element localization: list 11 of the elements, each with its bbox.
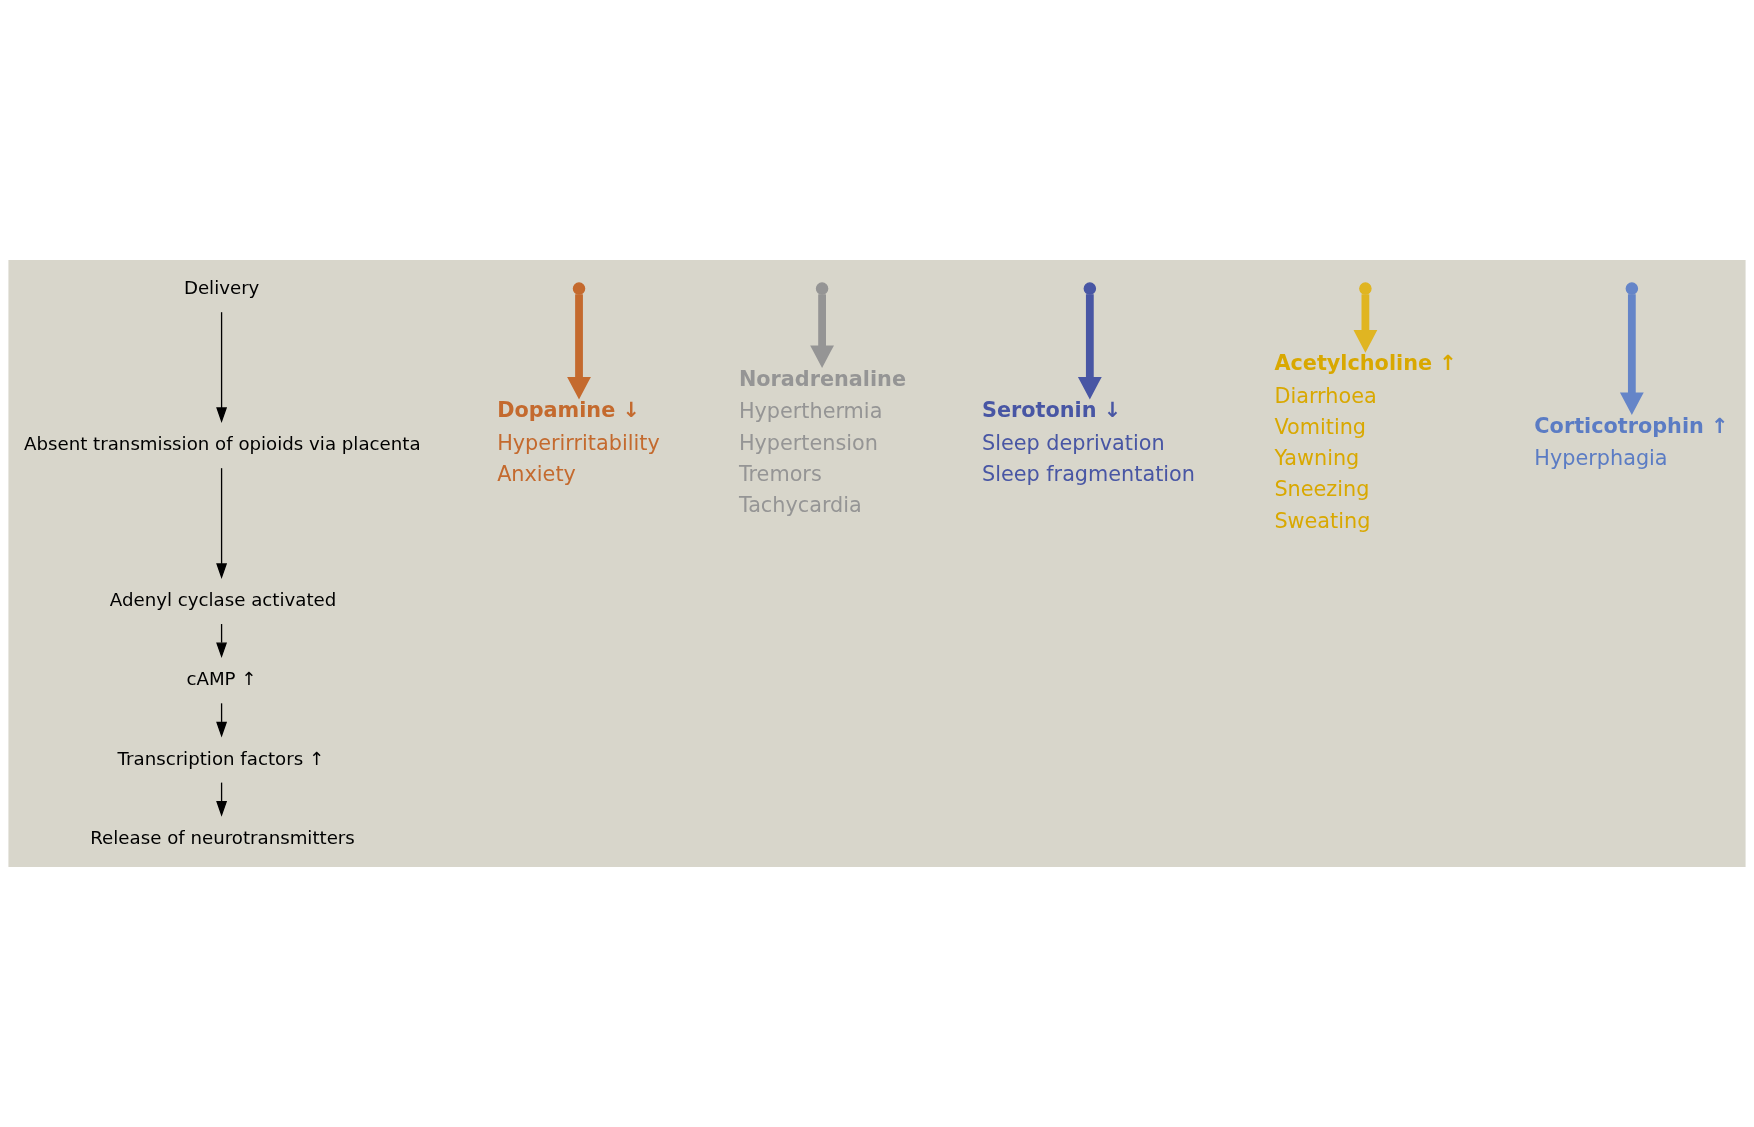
node-text: cAMP ↑ [186,668,257,690]
node-text: Serotonin ↓ Sleep deprivation Sleep fragmentation [981,398,1195,486]
node-text: Adenyl cyclase activated [109,589,337,610]
node-text: Dopamine ↓ Hyperirritability Anxiety [497,398,660,486]
node-text: Transcription factors ↑ [117,747,325,769]
node-text: Acetylcholine ↑ Diarrhoea Vomiting Yawning Sneezing Sweating [1274,351,1457,533]
node-text: Corticotrophin ↑ Hyperphagia [1534,413,1729,471]
node-text: Noradrenaline Hyperthermia Hypertension Tremors Tachycardia [738,366,907,517]
node-text: Delivery [183,277,260,299]
node-text: Release of neurotransmitters [90,826,355,848]
node-text: Absent transmission of opioids via placenta [24,433,421,455]
